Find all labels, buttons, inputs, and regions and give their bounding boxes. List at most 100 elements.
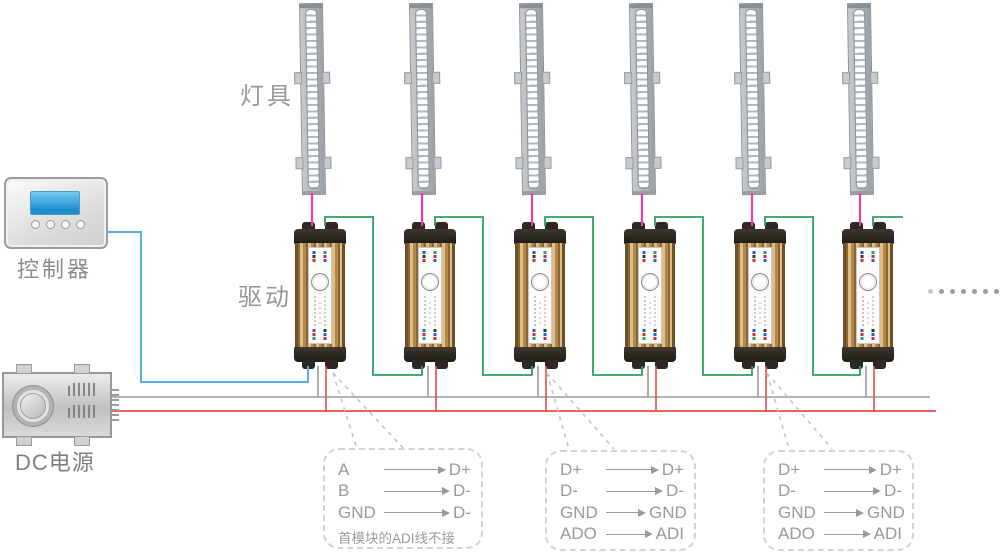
light-fixture-bar bbox=[624, 2, 662, 196]
psu-mount-tab bbox=[74, 364, 90, 374]
psu-output-pins bbox=[110, 389, 119, 421]
mapping-row: GND D- bbox=[338, 502, 471, 524]
terminal-to: D- bbox=[666, 481, 684, 501]
bar-mount-clip bbox=[515, 157, 524, 170]
leader-dashed-line bbox=[546, 372, 570, 450]
terminal-to: GND bbox=[649, 502, 687, 522]
leader-dashed-line bbox=[332, 372, 405, 450]
driver-dial bbox=[641, 273, 659, 291]
terminal-from: D+ bbox=[560, 459, 583, 479]
terminal-from: A bbox=[338, 459, 350, 479]
leader-dashed-line bbox=[546, 372, 615, 450]
bar-mount-clip bbox=[843, 157, 852, 170]
led-strip bbox=[305, 8, 320, 190]
driver-heatsink-body bbox=[405, 243, 455, 348]
driver-fine-print bbox=[754, 296, 766, 327]
led-driver bbox=[514, 222, 566, 369]
bar-mount-clip bbox=[735, 157, 744, 170]
driver-spec-label bbox=[528, 247, 552, 344]
driver-spec-label bbox=[638, 247, 662, 344]
driver-wiring-legend bbox=[752, 329, 768, 340]
leader-dashed-line bbox=[332, 372, 358, 450]
terminal-to: D+ bbox=[879, 459, 902, 479]
driver-wiring-legend bbox=[532, 251, 548, 262]
continuation-dots bbox=[928, 289, 999, 294]
driver-terminal-block bbox=[655, 360, 668, 369]
arrow-icon bbox=[824, 508, 864, 517]
driver-end-cap bbox=[624, 229, 676, 244]
driver-heatsink-body bbox=[515, 243, 565, 348]
driver-terminal-block bbox=[302, 360, 315, 369]
driver-spec-label bbox=[418, 247, 442, 344]
bar-mount-clip bbox=[543, 156, 552, 169]
driver-fine-print bbox=[314, 296, 326, 327]
driver-heatsink-body bbox=[625, 243, 675, 348]
callout-module-link: D+ D+ D- D- GND GND ADO ADI bbox=[763, 450, 914, 551]
driver-fine-print bbox=[862, 296, 874, 327]
callout-module-link: D+ D+ D- D- GND GND ADO ADI bbox=[545, 450, 696, 551]
driver-heatsink-body bbox=[295, 243, 345, 348]
bar-mount-clip bbox=[295, 157, 304, 170]
arrow-icon bbox=[824, 530, 871, 539]
terminal-to: ADI bbox=[873, 524, 902, 544]
arrow-icon bbox=[606, 487, 664, 496]
driver-wiring-legend bbox=[312, 251, 328, 262]
driver-terminal-block bbox=[632, 360, 645, 369]
terminal-from: D+ bbox=[778, 459, 801, 479]
bar-mount-clip bbox=[652, 71, 661, 84]
driver-heatsink-body bbox=[843, 243, 893, 348]
driver-wiring-legend bbox=[860, 251, 876, 262]
mapping-row: D+ D+ bbox=[560, 459, 684, 481]
bar-mount-clip bbox=[405, 157, 414, 170]
driver-wiring-legend bbox=[642, 251, 658, 262]
mapping-row: D+ D+ bbox=[778, 459, 902, 481]
controller-label: 控制器 bbox=[17, 257, 93, 282]
driver-terminal-block bbox=[873, 360, 886, 369]
led-driver bbox=[294, 222, 346, 369]
mapping-row: GND GND bbox=[560, 502, 687, 524]
driver-terminal-block bbox=[545, 360, 558, 369]
mapping-row: A D+ bbox=[338, 459, 471, 481]
mapping-row: ADO ADI bbox=[778, 524, 902, 546]
arrow-icon bbox=[606, 530, 653, 539]
leader-dashed-line bbox=[766, 372, 833, 450]
terminal-from: GND bbox=[560, 502, 598, 522]
driver-terminal-block bbox=[412, 360, 425, 369]
driver-terminal-block bbox=[765, 360, 778, 369]
arrow-icon bbox=[384, 487, 451, 496]
bar-mount-clip bbox=[871, 156, 880, 169]
bar-mount-clip bbox=[625, 157, 634, 170]
terminal-to: D- bbox=[453, 481, 471, 501]
bar-mount-clip bbox=[762, 71, 771, 84]
terminal-to: D+ bbox=[448, 459, 471, 479]
mapping-row: B D- bbox=[338, 481, 471, 503]
bar-mount-clip bbox=[763, 156, 772, 169]
bar-mount-clip bbox=[433, 156, 442, 169]
dc-power-supply-device bbox=[2, 364, 119, 446]
power-label: DC电源 bbox=[15, 450, 95, 475]
bar-mount-clip bbox=[404, 72, 413, 85]
controller-device bbox=[4, 177, 108, 249]
leader-dashed-line bbox=[766, 372, 790, 450]
controller-button bbox=[61, 220, 70, 229]
driver-terminal-block bbox=[742, 360, 755, 369]
driver-terminal-block bbox=[302, 222, 315, 231]
driver-fine-print bbox=[534, 296, 546, 327]
controller-button bbox=[46, 220, 55, 229]
driver-wiring-legend bbox=[422, 251, 438, 262]
driver-end-cap bbox=[404, 229, 456, 244]
controller-button bbox=[31, 220, 40, 229]
driver-wiring-legend bbox=[752, 251, 768, 262]
driver-terminal-block bbox=[325, 360, 338, 369]
psu-connector-ring bbox=[13, 386, 53, 426]
driver-wiring-legend bbox=[312, 329, 328, 340]
driver-terminal-block bbox=[850, 360, 863, 369]
mapping-row: D- D- bbox=[778, 481, 902, 503]
led-strip bbox=[853, 8, 868, 190]
driver-dial bbox=[751, 273, 769, 291]
arrow-icon bbox=[824, 487, 882, 496]
terminal-to: GND bbox=[867, 502, 905, 522]
driver-terminal-block bbox=[873, 222, 886, 231]
terminal-from: D- bbox=[778, 481, 796, 501]
driver-spec-label bbox=[856, 247, 880, 344]
